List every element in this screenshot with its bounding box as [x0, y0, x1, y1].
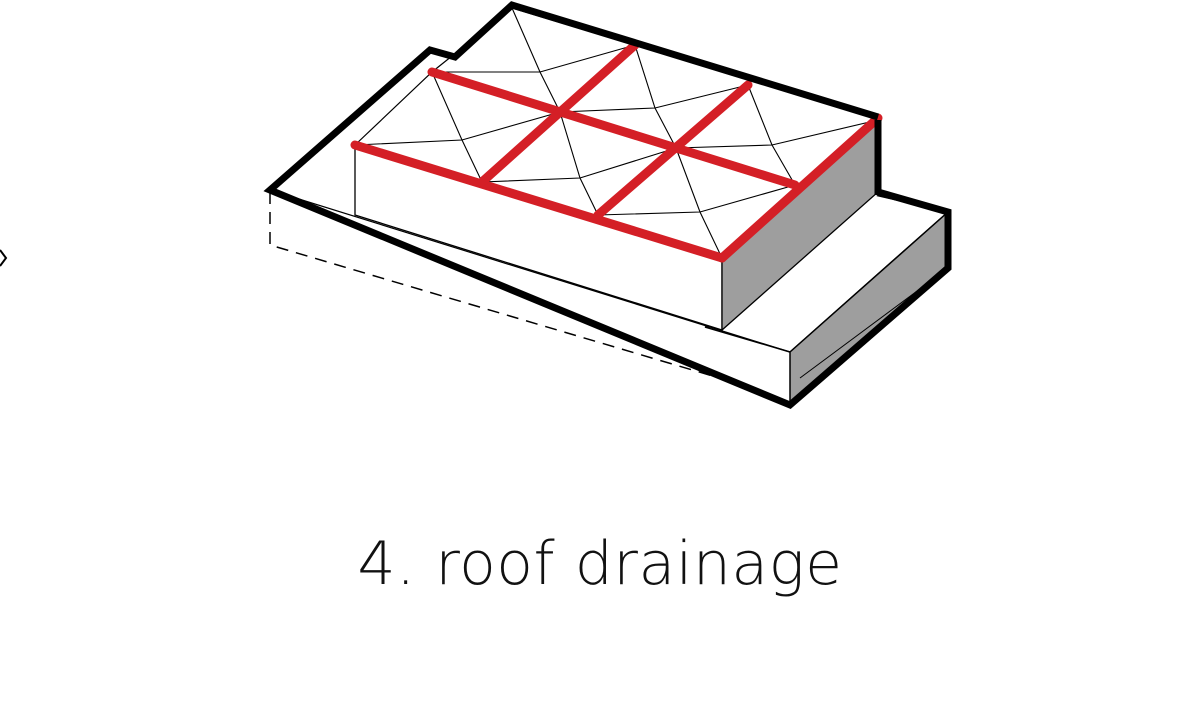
drainage-channel-rear — [427, 67, 800, 190]
drainage-channel-cross-1 — [477, 40, 640, 187]
heavy-outline — [263, 1, 952, 410]
slope-line — [431, 71, 483, 183]
base-slope-line — [269, 189, 791, 353]
drainage-channels — [350, 40, 883, 263]
edge-arrow-fragment — [0, 249, 8, 267]
outer-outline — [263, 1, 952, 410]
slope-line — [559, 111, 599, 216]
slope-line — [747, 84, 796, 186]
diagram-caption: 4. roof drainage — [357, 529, 843, 599]
drainage-channel-front — [350, 140, 727, 263]
drainage-channel-cross-3 — [717, 113, 883, 263]
roof-slope-lines — [354, 7, 879, 259]
slope-line — [511, 7, 561, 113]
drainage-channel-cross-2 — [593, 80, 753, 220]
arrow-fragment-icon — [0, 249, 8, 267]
slope-line — [675, 147, 723, 259]
slope-line — [634, 44, 677, 149]
